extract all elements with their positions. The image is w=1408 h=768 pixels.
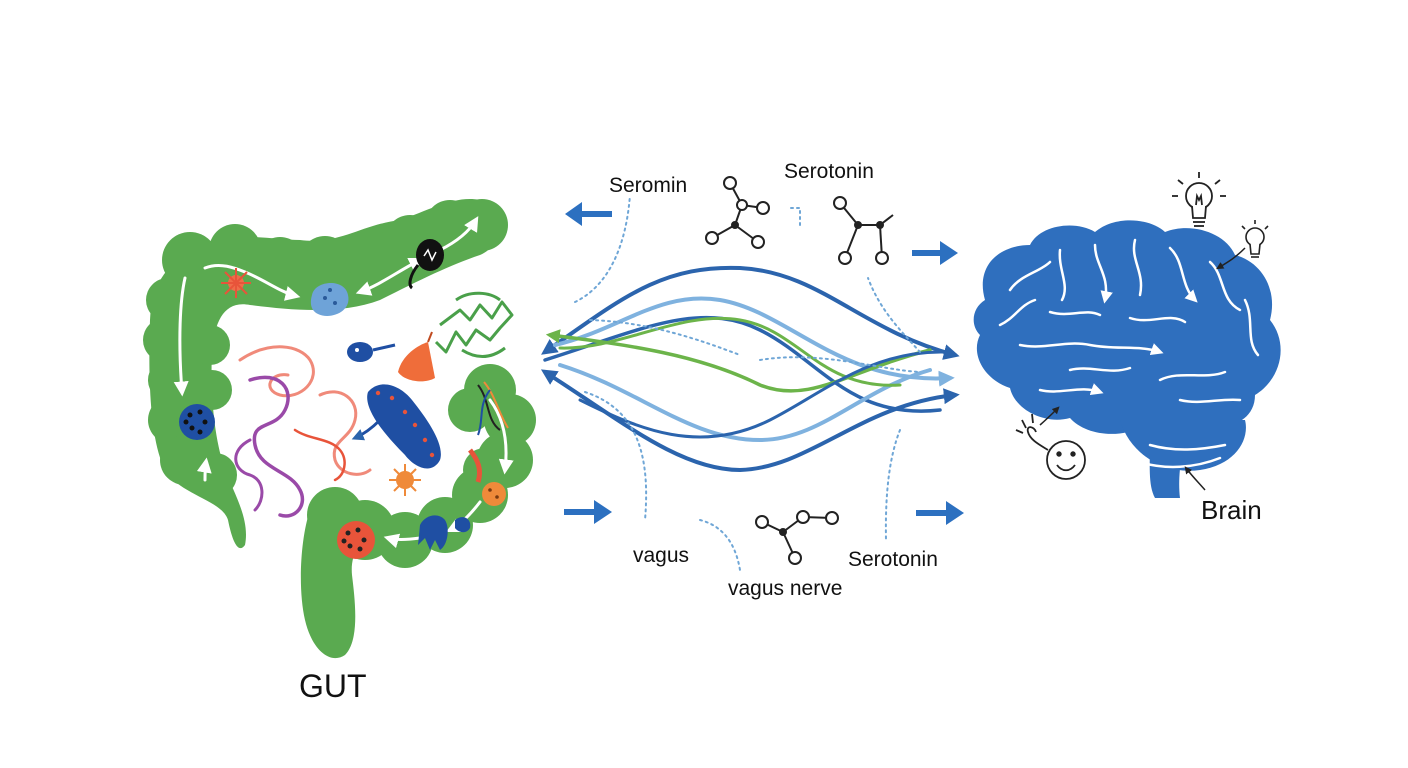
orange-starburst-microbe: [389, 464, 421, 496]
brain-illustration: [973, 220, 1281, 498]
gut-label: GUT: [299, 668, 367, 704]
red-starburst-microbe: [221, 268, 251, 298]
brain-stem: [1149, 440, 1185, 498]
lightbulb-icon: [1172, 172, 1226, 227]
blue-tadpole-microbe: [347, 342, 396, 362]
dark-blue-spotted-cell: [179, 404, 215, 440]
seromin-label: Seromin: [609, 174, 688, 197]
arrow-icon: [912, 241, 958, 265]
serotonin-bottom-label: Serotonin: [848, 548, 938, 571]
black-bacterium: [408, 239, 444, 290]
molecule-icon: [705, 176, 770, 249]
dotted-signals: [574, 194, 921, 571]
green-serpentine-strand: [434, 300, 514, 354]
lightbulb-icon: [1241, 220, 1269, 258]
molecule-icon: [833, 196, 894, 265]
blue-blob-cell: [310, 282, 349, 316]
orange-bell-microbe: [398, 331, 435, 382]
tangled-fibers: [468, 381, 509, 483]
microbes: [179, 239, 514, 559]
arrow-icon: [564, 500, 612, 524]
brain-gyri: [998, 238, 1260, 469]
blue-claw-microbe: [418, 515, 471, 550]
brain-label: Brain: [1201, 495, 1262, 525]
gut-illustration: [143, 199, 536, 659]
vagus-nerve-bundle: [540, 194, 960, 571]
vagus-nerve-label: vagus nerve: [728, 577, 843, 600]
signal-arrows: [564, 202, 964, 525]
serotonin-top-label: Serotonin: [784, 160, 874, 183]
brain-cerebrum: [973, 220, 1281, 438]
orange-cell: [482, 482, 506, 506]
smiley-face-icon: [1015, 413, 1086, 480]
vagus-label: vagus: [633, 544, 690, 567]
red-spotted-cell: [337, 521, 375, 559]
molecule-icon: [755, 510, 839, 565]
arrow-icon: [916, 501, 964, 525]
arrow-icon: [565, 202, 612, 226]
blue-rod-bacterium: [367, 384, 441, 469]
worm-microbes: [234, 345, 372, 518]
